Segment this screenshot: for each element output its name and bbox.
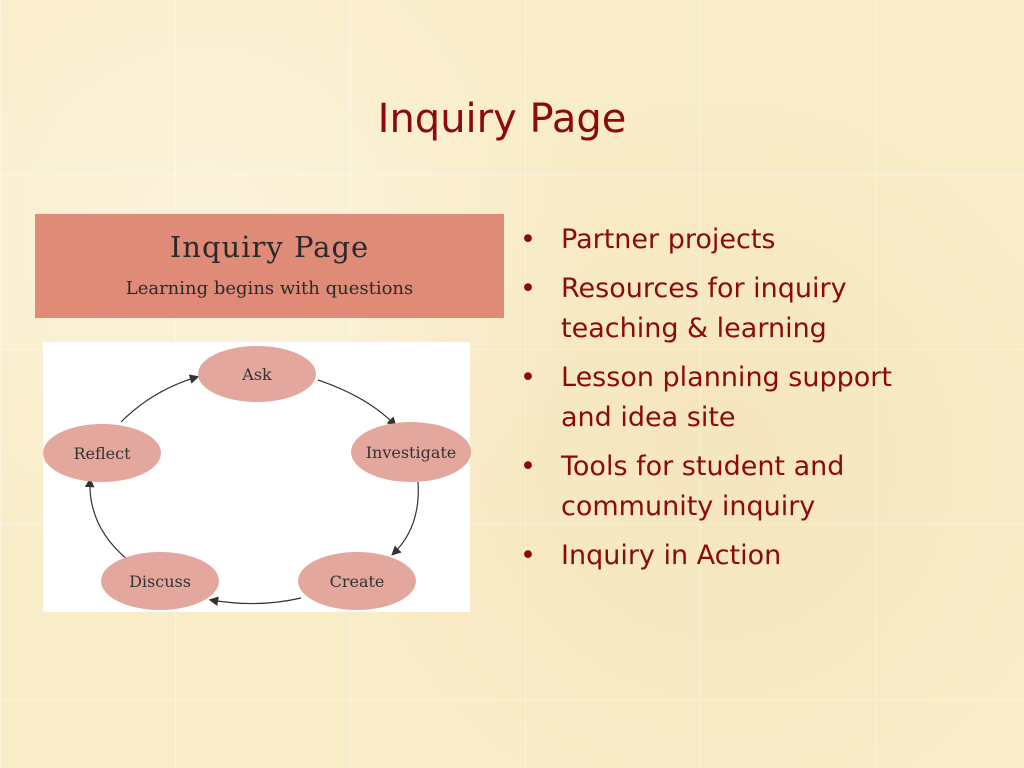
arrow-reflect-to-ask [120,374,200,423]
inquiry-cycle-diagram: Ask Investigate Create Discuss Reflect [43,342,471,612]
bullet-item: •Resources for inquiry teaching & learni… [520,269,920,349]
cycle-arrows [84,374,419,606]
cycle-node-create: Create [298,552,416,610]
bullet-dot-icon: • [520,224,536,255]
bullet-dot-icon: • [520,451,536,482]
bullet-item: •Tools for student and community inquiry [520,447,920,527]
bullet-dot-icon: • [520,362,536,393]
bullet-dot-icon: • [520,273,536,304]
banner-title: Inquiry Page [169,230,370,264]
arrow-create-to-discuss [208,596,302,606]
feature-bullet-list: •Partner projects •Resources for inquiry… [520,220,920,585]
cycle-node-ask: Ask [198,346,316,402]
slide-title: Inquiry Page [377,96,627,142]
bullet-item: •Partner projects [520,220,920,260]
cycle-node-discuss: Discuss [101,552,219,610]
banner-subtitle: Learning begins with questions [125,278,414,299]
arrow-discuss-to-reflect [84,477,129,561]
bullet-dot-icon: • [520,540,536,571]
bullet-item: •Lesson planning support and idea site [520,358,920,438]
arrow-ask-to-investigate [317,379,397,427]
arrow-investigate-to-create [391,481,419,556]
bullet-item: •Inquiry in Action [520,536,920,576]
inquiry-page-banner: Inquiry Page Learning begins with questi… [35,214,504,318]
cycle-node-reflect: Reflect [43,424,161,482]
cycle-node-investigate: Investigate [351,422,471,482]
